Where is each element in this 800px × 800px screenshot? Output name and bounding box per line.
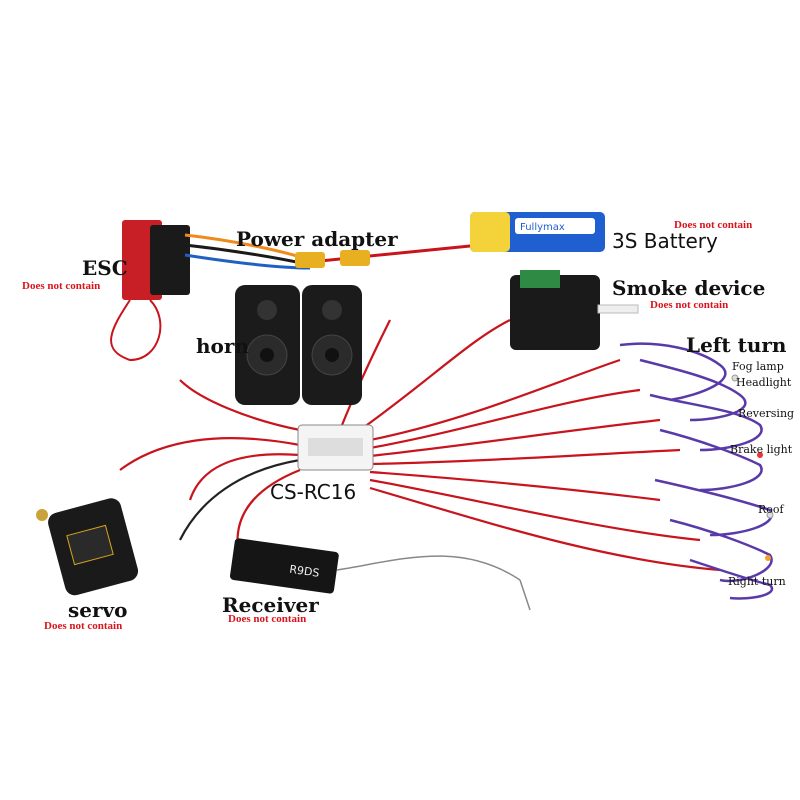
right-turn-label: Right turn	[728, 575, 786, 588]
servo	[36, 498, 139, 596]
smoke-device	[510, 270, 639, 350]
controller-board	[297, 424, 374, 471]
led-lights	[731, 374, 774, 561]
reversing-label: Reversing	[738, 407, 795, 420]
esc-note: Does not contain	[22, 280, 101, 292]
left-turn-label: Left turn	[686, 333, 787, 357]
horn-label: horn	[196, 334, 249, 358]
controller-label: CS-RC16	[270, 480, 357, 504]
light-harness	[619, 342, 774, 600]
servo-note: Does not contain	[44, 620, 123, 632]
esc-module	[110, 220, 311, 362]
roof-label: Roof	[758, 503, 784, 516]
esc-label: ESC	[82, 256, 128, 280]
receiver: R9DS	[229, 538, 531, 611]
fog-lamp-label: Fog lamp	[732, 360, 784, 373]
receiver-model: R9DS	[289, 563, 321, 580]
power-adapter-label: Power adapter	[236, 227, 398, 251]
battery-note: Does not contain	[674, 219, 753, 231]
battery: Fullymax	[470, 212, 605, 252]
battery-brand: Fullymax	[520, 222, 565, 233]
light-wires	[119, 319, 721, 572]
smoke-note: Does not contain	[650, 299, 729, 311]
battery-label: 3S Battery	[612, 229, 718, 253]
power-adapter	[295, 243, 481, 268]
headlight-label: Headlight	[736, 376, 792, 389]
brake-light-label: Brake light	[730, 443, 793, 456]
servo-label: servo	[68, 598, 128, 622]
smoke-device-label: Smoke device	[612, 276, 766, 300]
receiver-note: Does not contain	[228, 613, 307, 625]
receiver-label: Receiver	[222, 593, 319, 617]
speakers	[235, 285, 362, 405]
